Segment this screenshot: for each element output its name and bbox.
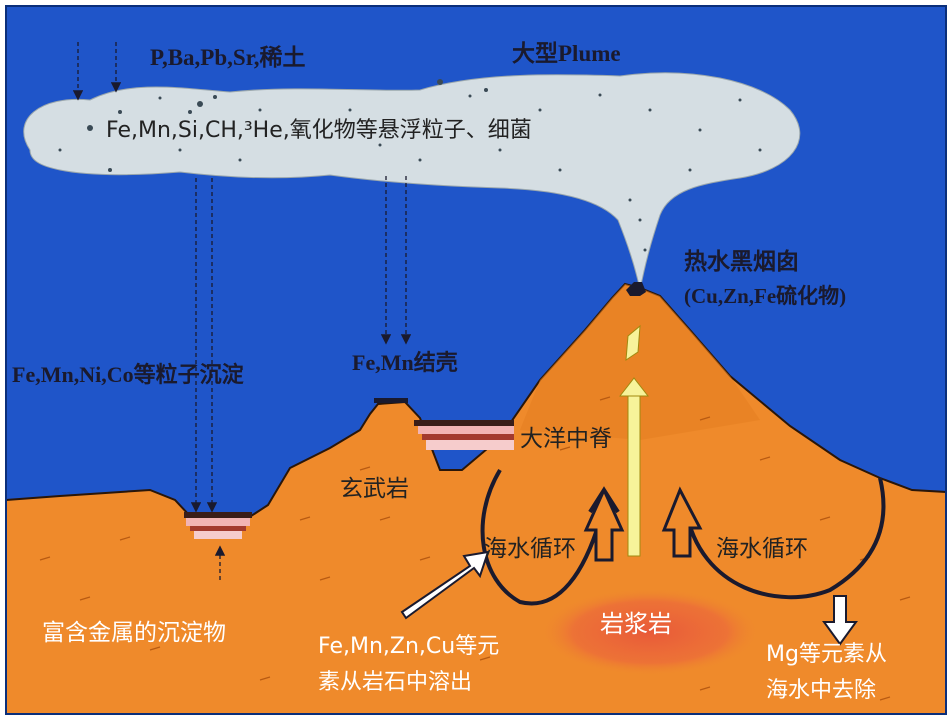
- magma-chamber: [540, 588, 760, 676]
- frame: [5, 5, 947, 715]
- plume-name-label: 大型Plume: [512, 41, 621, 66]
- circulation-left-label: 海水循环: [484, 536, 576, 562]
- black-smoker-sulfides-label: (Cu,Zn,Fe硫化物): [684, 284, 847, 308]
- particle-deposition-label: Fe,Mn,Ni,Co等粒子沉淀: [12, 362, 244, 387]
- metal-sediments-label: 富含金属的沉淀物: [42, 620, 226, 646]
- leaching-label-2: 素从岩石中溶出: [318, 670, 473, 695]
- circulation-right-label: 海水循环: [716, 536, 808, 562]
- fe-mn-crust-label: Fe,Mn结壳: [352, 350, 458, 375]
- basin-sediment: [184, 512, 252, 539]
- leaching-arrow: [400, 550, 490, 620]
- plume-top-elements-label: P,Ba,Pb,Sr,稀土: [150, 45, 306, 70]
- leaching-label-1: Fe,Mn,Zn,Cu等元: [318, 634, 500, 659]
- plume-particles: [58, 79, 762, 252]
- basalt-label: 玄武岩: [340, 476, 409, 502]
- circulation-right: [684, 477, 886, 600]
- circulation-left-arrow: [583, 486, 625, 562]
- ridge-shading: [520, 284, 760, 440]
- vent-flow: [618, 324, 650, 557]
- mid-ocean-ridge-label: 大洋中脊: [520, 426, 612, 452]
- plume-contents-label: Fe,Mn,Si,CH,³He,氧化物等悬浮粒子、细菌: [106, 118, 532, 143]
- black-smoker-label: 热水黑烟囱: [684, 249, 799, 274]
- removal-label-2: 海水中去除: [766, 678, 877, 703]
- vent-mouth: [626, 282, 646, 296]
- particle-fall-arrows: [72, 42, 412, 580]
- plateau-sediment: [374, 398, 514, 450]
- plume-cloud: [23, 72, 801, 291]
- mg-removal-arrow: [822, 595, 858, 646]
- magma-label: 岩浆岩: [600, 610, 672, 638]
- circulation-right-arrow: [661, 486, 703, 558]
- removal-label-1: Mg等元素从: [766, 642, 887, 667]
